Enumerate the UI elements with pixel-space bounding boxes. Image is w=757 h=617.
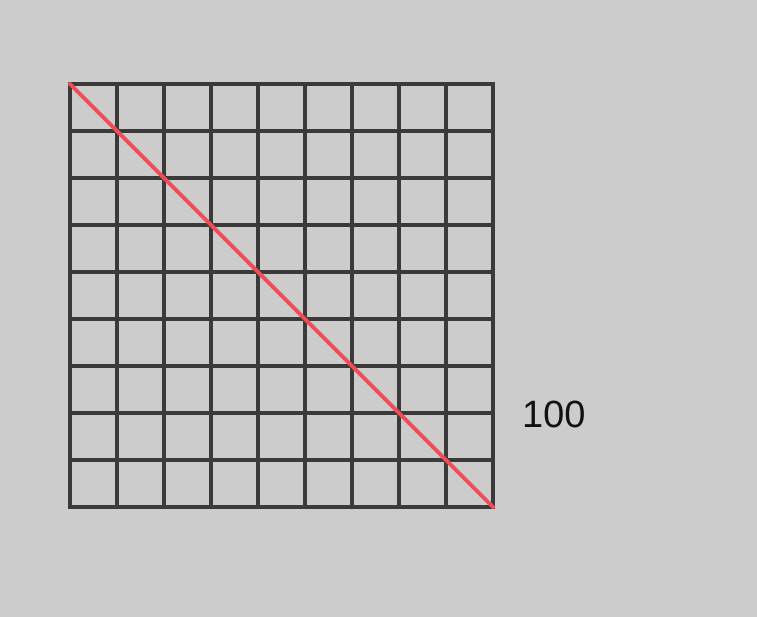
grid-lines: [68, 82, 495, 509]
side-length-label: 100: [522, 394, 586, 436]
diagonal-line: [68, 82, 495, 509]
